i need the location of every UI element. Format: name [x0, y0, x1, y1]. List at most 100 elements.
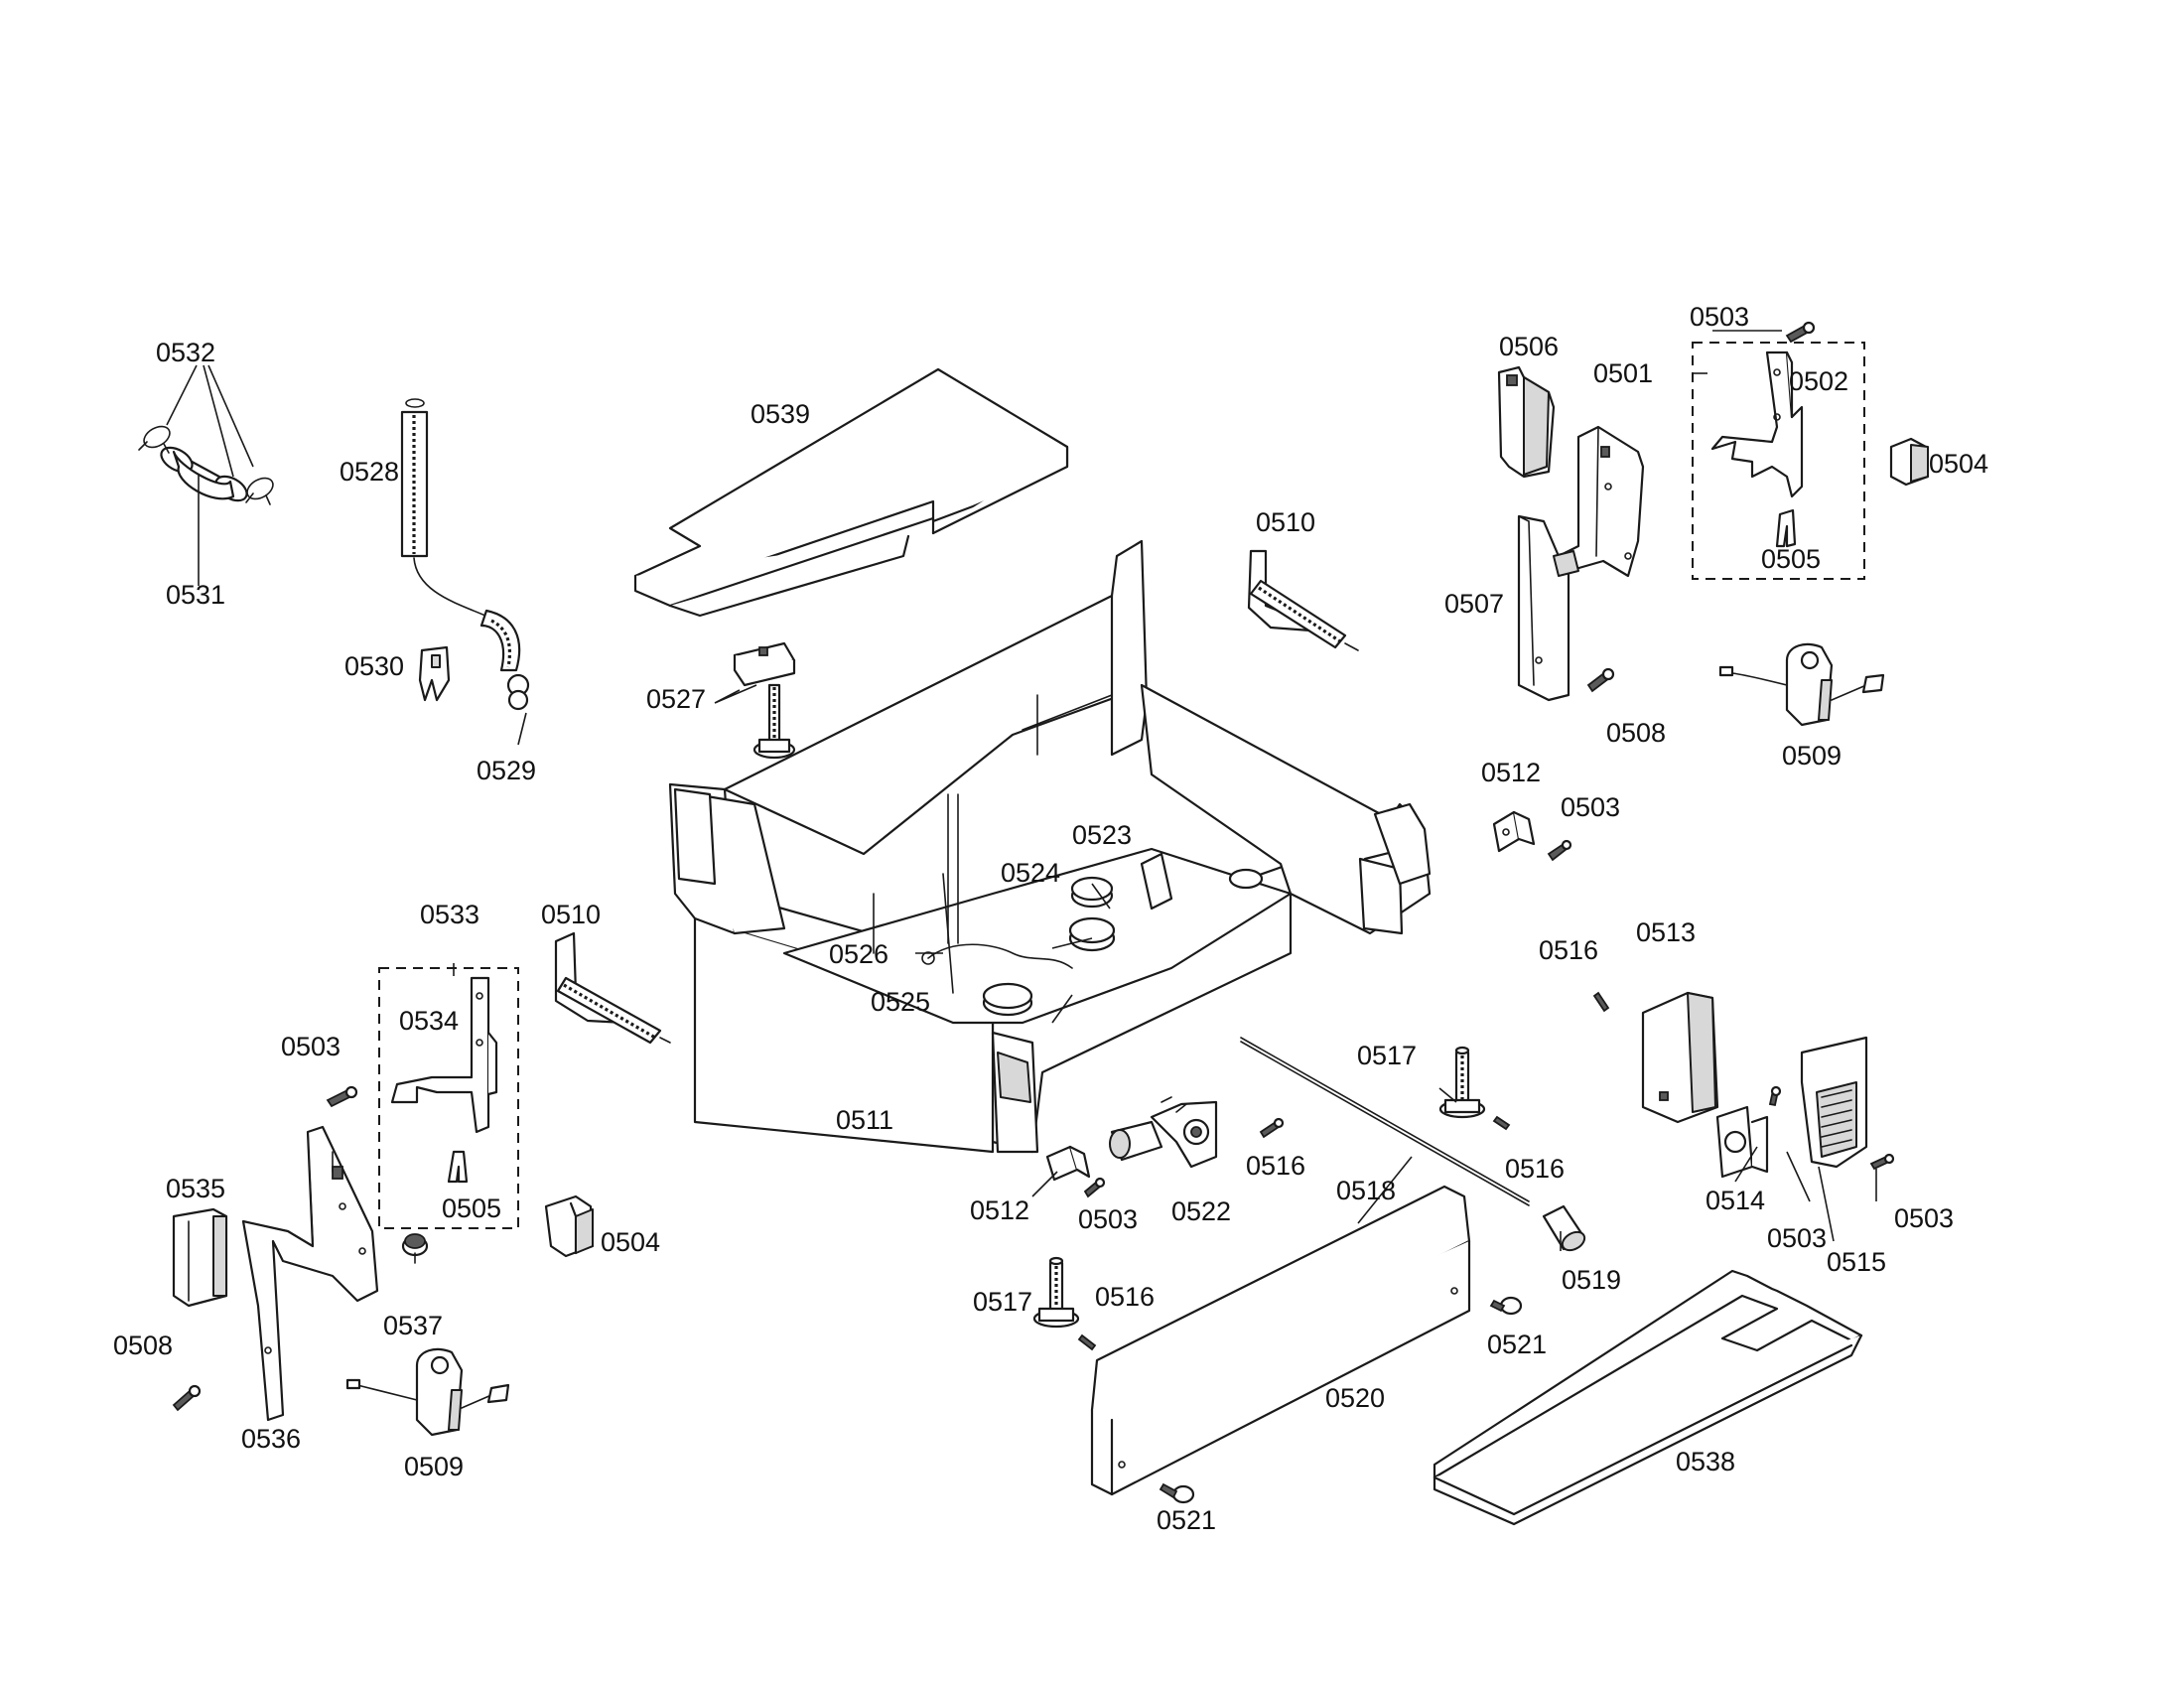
callout-0517-middle: 0517: [1357, 1041, 1417, 1070]
screw-0503-top-right: [1785, 321, 1816, 344]
callout-0539: 0539: [751, 399, 810, 429]
callout-0502: 0502: [1789, 366, 1848, 396]
callout-0536: 0536: [241, 1424, 301, 1454]
screw-0503-middle: [1547, 839, 1572, 862]
screw-0503-lower-middle: [1083, 1177, 1106, 1198]
drain-hose-0528: [400, 398, 530, 711]
callout-0530: 0530: [344, 651, 404, 681]
callout-0517-lower: 0517: [973, 1287, 1032, 1317]
inlet-valve-0522: [1109, 1096, 1218, 1169]
screw-0503-right-b: [1869, 1153, 1895, 1171]
screw-0516-middle-a: [1492, 1115, 1511, 1131]
callout-0516-lower: 0516: [1095, 1282, 1155, 1312]
filter-cover-0515: [1800, 1036, 1868, 1169]
door-spring-0510-lower: [554, 931, 671, 1045]
callout-0537: 0537: [383, 1311, 443, 1340]
callout-0506: 0506: [1499, 332, 1559, 361]
callout-0503-middle: 0503: [1561, 792, 1620, 822]
callout-0516-middle-a: 0516: [1505, 1154, 1565, 1184]
rod-0518: [1240, 1037, 1530, 1206]
callout-0503-top: 0503: [1690, 302, 1749, 332]
callout-0528: 0528: [340, 457, 399, 487]
callout-0531: 0531: [166, 580, 225, 610]
screw-0516-lower: [1077, 1333, 1097, 1351]
side-bracket-0507: [1517, 425, 1645, 702]
callout-0519: 0519: [1562, 1265, 1621, 1295]
callout-0503-right-b: 0503: [1894, 1203, 1954, 1233]
callout-0520: 0520: [1325, 1383, 1385, 1413]
door-switch-0509-upper: [1718, 642, 1885, 727]
callout-0501: 0501: [1593, 358, 1653, 388]
callout-0534: 0534: [399, 1006, 459, 1036]
screw-0503-right-a: [1768, 1085, 1782, 1107]
callout-0503-lower-middle: 0503: [1078, 1204, 1138, 1234]
hose-clamp-0532: [138, 425, 274, 505]
leader-lines: [166, 330, 1877, 1251]
callout-0527: 0527: [646, 684, 706, 714]
callout-0532: 0532: [156, 338, 215, 367]
callout-0526: 0526: [829, 939, 888, 969]
callout-0521-upper: 0521: [1487, 1330, 1547, 1359]
callout-0509-lower: 0509: [404, 1452, 464, 1481]
callout-0515: 0515: [1827, 1247, 1886, 1277]
callout-0524: 0524: [1001, 858, 1060, 888]
callout-0505-lower: 0505: [442, 1193, 501, 1223]
screw-0521-upper: [1489, 1296, 1523, 1316]
callout-0521-lower: 0521: [1157, 1505, 1216, 1535]
callout-0518: 0518: [1336, 1176, 1396, 1205]
callout-0511: 0511: [836, 1105, 893, 1135]
door-spring-0510-upper: [1247, 549, 1359, 651]
door-switch-0509-lower: [345, 1347, 510, 1437]
hinge-kit-0501: [1692, 342, 1865, 580]
bracket-0512-lower: [1045, 1145, 1091, 1182]
callout-0503-left: 0503: [281, 1032, 341, 1061]
cover-0535: [172, 1207, 228, 1308]
hose-sleeve-0531: [160, 446, 248, 502]
callout-0510-upper: 0510: [1256, 507, 1315, 537]
screw-0521-lower: [1159, 1482, 1195, 1504]
callout-0514: 0514: [1706, 1186, 1765, 1215]
bracket-0512-upper: [1492, 810, 1536, 853]
cover-0506: [1497, 365, 1556, 479]
callout-0512-upper: 0512: [1481, 758, 1541, 787]
leveling-foot-0517-lower: [1032, 1256, 1080, 1329]
kick-panel-0520: [1090, 1185, 1471, 1496]
bottom-panel-0538: [1433, 1269, 1863, 1526]
callout-0504-upper: 0504: [1929, 449, 1988, 479]
hinge-kit-0533: [378, 967, 519, 1229]
screw-0516-right: [1592, 991, 1610, 1013]
callout-0505-upper: 0505: [1761, 544, 1821, 574]
screw-0508-upper: [1586, 667, 1615, 693]
screw-0503-lower-left: [326, 1085, 358, 1108]
callout-0516-right: 0516: [1539, 935, 1598, 965]
insulation-pad-0539: [633, 367, 1069, 618]
bushing-0537: [401, 1233, 429, 1264]
leveling-foot-0527: [733, 641, 796, 760]
hose-clip-0530: [418, 645, 451, 702]
callout-0535: 0535: [166, 1174, 225, 1203]
screw-0516-middle-b: [1259, 1117, 1285, 1139]
callout-0538: 0538: [1676, 1447, 1735, 1476]
base-tub-0511: [668, 539, 1432, 1154]
callout-0525: 0525: [871, 987, 930, 1017]
callout-0508-lower: 0508: [113, 1331, 173, 1360]
knob-0519: [1542, 1204, 1586, 1252]
callout-0522: 0522: [1171, 1196, 1231, 1226]
screw-0508-lower: [172, 1384, 202, 1412]
callout-labels: 0532 0531 0528 0530 0529 0539 0527 0510 …: [113, 302, 1988, 1535]
clip-0504-upper: [1889, 437, 1930, 487]
side-bracket-0536: [241, 1125, 379, 1422]
callout-0509-upper: 0509: [1782, 741, 1842, 771]
callout-0504-lower: 0504: [601, 1227, 660, 1257]
callout-0508-upper: 0508: [1606, 718, 1666, 748]
callout-0512-lower: 0512: [970, 1195, 1029, 1225]
callout-0523: 0523: [1072, 820, 1132, 850]
callout-0513: 0513: [1636, 917, 1696, 947]
callout-0503-right-a: 0503: [1767, 1223, 1827, 1253]
leveling-foot-0517-middle: [1438, 1046, 1486, 1119]
callout-0507: 0507: [1444, 589, 1504, 619]
callout-0516-middle-b: 0516: [1246, 1151, 1305, 1181]
clip-0504-lower: [544, 1194, 595, 1258]
